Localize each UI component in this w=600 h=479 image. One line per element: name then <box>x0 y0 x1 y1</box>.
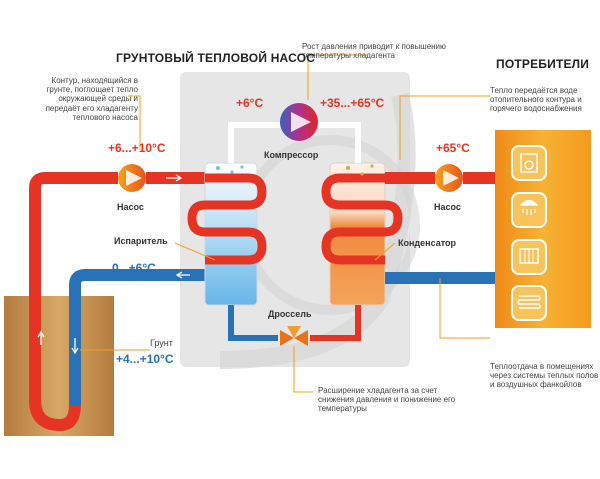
right-pump-label: Насос <box>434 202 461 212</box>
ground-loop-hot <box>29 172 118 431</box>
ground-in-temp: +6...+10°С <box>108 141 166 155</box>
heat-transfer-note: Тепло передаётся воде отопительного конт… <box>490 86 582 114</box>
refrigerant-from-throttle <box>228 305 278 341</box>
flow-arrow-up <box>37 330 45 345</box>
left-pump-label: Насос <box>117 202 144 212</box>
ground-temp: +4...+10°С <box>116 352 174 366</box>
compressor-out-temp: +35...+65°С <box>320 96 385 110</box>
leader-lines <box>80 54 490 393</box>
expansion-note: Расширение хладагента за счет снижения д… <box>318 386 456 414</box>
evaporator-coil <box>187 173 267 265</box>
refrigerant-to-compressor <box>228 122 280 163</box>
floor-heating-icon <box>517 295 541 309</box>
flow-arrow-left <box>175 271 190 279</box>
refrigerant-from-compressor <box>318 122 361 163</box>
flow-arrow-right <box>166 174 183 182</box>
refrigerant-to-throttle <box>310 305 361 341</box>
throttle-label: Дроссель <box>268 309 312 319</box>
shower-icon <box>519 199 539 215</box>
ground-label: Грунт <box>150 338 173 348</box>
condenser-label: Конденсатор <box>398 238 456 248</box>
condenser-coil <box>321 173 403 265</box>
pressure-note: Рост давления приводит к повышению темпе… <box>302 42 447 61</box>
ground-block <box>4 296 114 436</box>
flow-arrow-down <box>71 338 79 355</box>
pump-title: ГРУНТОВЫЙ ТЕПЛОВОЙ НАСОС <box>116 51 316 65</box>
consumer-icons <box>511 145 547 321</box>
heat-output-note: Теплоотдача в помещениях через системы т… <box>490 362 599 390</box>
compressor-label: Компрессор <box>264 150 319 160</box>
compressor-in-temp: +6°С <box>236 96 264 110</box>
evaporator-out-temp: 0...+6°С <box>112 261 156 275</box>
washing-machine-icon <box>520 153 538 173</box>
consumers-title: ПОТРЕБИТЕЛИ <box>496 57 590 71</box>
ground-contour-note: Контур, находящийся в грунте, поглощает … <box>45 76 138 122</box>
evaporator-label: Испаритель <box>114 236 168 246</box>
ground-loop-cold <box>69 269 205 405</box>
consumer-out-temp: +65°С <box>436 141 470 155</box>
